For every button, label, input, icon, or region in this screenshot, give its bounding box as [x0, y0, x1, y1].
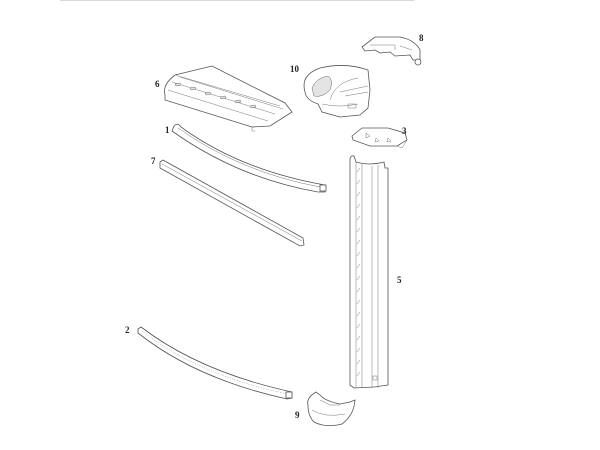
part-label-10: 10: [290, 64, 299, 74]
part-label-9: 8: [419, 33, 424, 43]
part-6-top-seat-cap: [164, 65, 293, 132]
part-7-straight-bar: [159, 159, 305, 247]
part-label-2: 2: [125, 325, 130, 335]
part-1-curved-top-rail: [171, 123, 327, 193]
part-label-7: 7: [151, 156, 156, 166]
part-label-5: 5: [397, 275, 402, 285]
part-label-3: 3: [402, 126, 407, 136]
top-divider-line: [60, 0, 414, 1]
part-8-base-shoe: [307, 391, 356, 426]
part-9-top-bracket: [361, 36, 422, 66]
part-5-upright-post: [349, 155, 389, 389]
part-label-1: 1: [165, 125, 170, 135]
part-label-6: 6: [155, 79, 160, 89]
part-10-post-cap-cover: [303, 65, 371, 118]
part-label-8: 9: [295, 410, 300, 420]
part-2-curved-bottom-track: [137, 326, 293, 400]
part-3-connector-plate: [351, 127, 408, 149]
